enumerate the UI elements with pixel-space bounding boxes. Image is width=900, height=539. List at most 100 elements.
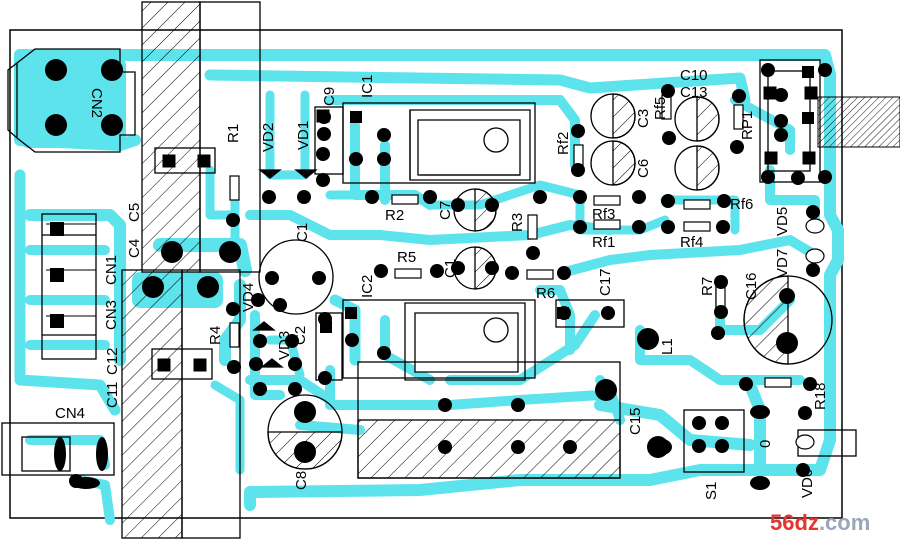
oval-pad — [750, 405, 770, 419]
solder-pad — [806, 205, 820, 219]
oval-pad — [96, 437, 108, 471]
label-c12: C12 — [104, 347, 121, 375]
solder-pad — [533, 190, 547, 204]
label-rf5: Rf5 — [652, 97, 669, 120]
electrolytic-capacitors — [258, 93, 833, 470]
solder-pad — [423, 190, 437, 204]
solder-pad — [251, 293, 265, 307]
label-rf2: Rf2 — [555, 132, 572, 155]
solder-pad — [661, 194, 675, 208]
solder-pad — [791, 171, 805, 185]
label-vd6: VD6 — [799, 469, 816, 498]
label-vd2: VD2 — [260, 123, 277, 152]
oval-pad — [750, 476, 770, 490]
label-vd1: VD1 — [295, 121, 312, 150]
solder-pad — [273, 298, 287, 312]
solder-pad — [662, 131, 676, 145]
label-c7: C7 — [437, 201, 454, 220]
solder-pad — [774, 128, 788, 142]
solder-pad — [563, 440, 577, 454]
label-vd4: VD4 — [240, 283, 257, 312]
label-c6: C6 — [635, 159, 652, 178]
square-pad — [197, 154, 211, 168]
solder-pad — [761, 170, 775, 184]
solder-pad — [451, 198, 465, 212]
solder-pad — [776, 332, 798, 354]
label-cn1: CN1 — [103, 255, 120, 285]
solder-pad — [661, 220, 675, 234]
label-c3: C3 — [635, 109, 652, 128]
label-r7: R7 — [699, 277, 716, 296]
solder-pad — [511, 398, 525, 412]
square-pad — [316, 109, 330, 123]
label-c9: C9 — [321, 87, 338, 106]
solder-pad — [573, 220, 587, 234]
label-ic1: IC1 — [359, 75, 376, 98]
solder-pad — [692, 439, 706, 453]
watermark-dz: dz — [794, 510, 818, 535]
label-c2: C2 — [292, 326, 309, 345]
solder-pad — [226, 302, 240, 316]
watermark: 56dz.com — [770, 510, 870, 535]
square-pad — [345, 307, 357, 319]
square-pad — [764, 151, 778, 165]
label-r3: R3 — [509, 213, 526, 232]
square-pad — [320, 321, 332, 333]
label-rf4: Rf4 — [680, 234, 703, 251]
solder-pad — [485, 261, 499, 275]
square-pad — [557, 307, 569, 319]
solder-pad — [227, 360, 241, 374]
solder-pad — [451, 261, 465, 275]
solder-pad — [717, 194, 731, 208]
solder-pad — [661, 84, 675, 98]
solder-pad — [511, 440, 525, 454]
label-r6: R6 — [536, 285, 555, 302]
solder-pad — [45, 59, 67, 81]
label-c17: C17 — [597, 268, 614, 296]
solder-pad — [226, 213, 240, 227]
solder-pad — [219, 241, 241, 263]
solder-pad — [711, 326, 725, 340]
solder-pad — [101, 114, 123, 136]
square-pad — [350, 111, 362, 123]
square-pad — [804, 86, 818, 100]
solder-pad — [377, 346, 391, 360]
solder-pad — [557, 266, 571, 280]
solder-pad — [377, 152, 391, 166]
solder-pad — [142, 276, 164, 298]
rp1-shaft — [817, 96, 900, 148]
leds — [795, 218, 825, 450]
square-pad — [802, 112, 814, 124]
solder-pad — [253, 382, 267, 396]
watermark-com: .com — [819, 510, 870, 535]
solder-pad — [374, 264, 388, 278]
solder-pad — [803, 377, 817, 391]
label-c15: C15 — [627, 407, 644, 435]
solder-pad — [345, 333, 359, 347]
square-pad — [193, 358, 207, 372]
solder-pad — [796, 463, 810, 477]
solder-pad — [730, 140, 744, 154]
solder-pad — [774, 88, 788, 102]
solder-pad — [265, 271, 279, 285]
solder-pad — [316, 173, 330, 187]
watermark-56: 56 — [770, 510, 794, 535]
component-labels: CN2 C5 C4 CN1 CN3 C12 C11 CN4 R1 VD2 VD1… — [55, 67, 829, 500]
solder-pad — [632, 190, 646, 204]
solder-pad — [692, 416, 706, 430]
solder-pad — [253, 334, 267, 348]
solder-pad — [798, 406, 812, 420]
label-c1-right: C1 — [442, 259, 459, 278]
solder-pad — [365, 190, 379, 204]
oval-pad — [54, 437, 66, 471]
square-pad — [763, 86, 777, 100]
label-c13: C13 — [680, 84, 708, 101]
solder-pad — [316, 147, 330, 161]
solder-pad — [573, 190, 587, 204]
solder-pad — [285, 334, 299, 348]
label-r2: R2 — [385, 207, 404, 224]
solder-pad — [715, 439, 729, 453]
solder-pad — [485, 198, 499, 212]
resistors — [229, 94, 792, 388]
